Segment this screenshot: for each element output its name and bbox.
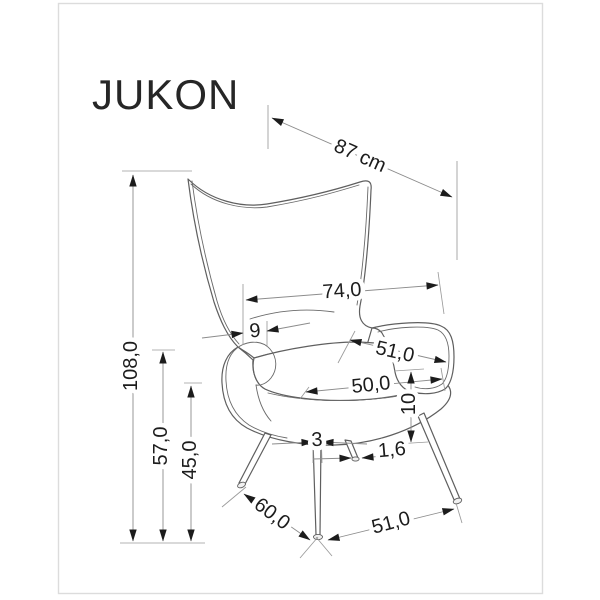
- ext-74-right: [437, 271, 445, 315]
- page-title: JUKON: [92, 71, 239, 118]
- ext-51-legs-left-slash: [315, 536, 333, 557]
- dim-line-74: [245, 282, 439, 303]
- label-armrest-height: 57,0: [150, 427, 172, 466]
- right-foot: [452, 497, 463, 505]
- label-front-leg-spread: 60,0: [250, 493, 294, 534]
- front-left-foot: [237, 481, 246, 489]
- label-front-leg-width: 3: [311, 429, 323, 452]
- label-side-leg-spread: 51,0: [369, 507, 412, 538]
- dim-line-51-legs: [327, 508, 455, 541]
- dim-tail-3-left: [271, 438, 314, 447]
- ext-10-bottom: [395, 441, 429, 445]
- ext-50-right: [440, 367, 446, 392]
- dim-tail-9-left: [201, 330, 244, 339]
- front-left-leg: [238, 432, 272, 487]
- extension-lines: [120, 105, 463, 559]
- label-diagonal-depth: 87 cm: [331, 135, 390, 177]
- backrest-seam: [249, 309, 335, 320]
- dim-tail-16-left: [312, 454, 352, 463]
- dim-tail-16-right: [361, 453, 384, 461]
- label-total-height: 108,0: [120, 341, 142, 391]
- backrest-left-piping: [191, 180, 240, 345]
- ext-60-upper-slash: [221, 486, 247, 508]
- right-leg: [417, 412, 461, 503]
- ext-51-legs-right-slash: [455, 502, 463, 524]
- chair-backrest: [187, 178, 373, 359]
- label-backrest-thickness: 9: [248, 320, 261, 343]
- dim-tail-3-right: [321, 438, 368, 447]
- ext-60-lower-slash: [299, 536, 319, 559]
- dim-line-87cm: [271, 117, 453, 198]
- page-border: [57, 2, 544, 595]
- label-seat-width: 50,0: [350, 372, 391, 398]
- label-back-width: 74,0: [322, 279, 362, 304]
- dim-line-60: [243, 493, 311, 541]
- label-seat-side-height: 10: [398, 393, 420, 415]
- left-arm-seam: [255, 384, 272, 422]
- dimension-lines: [129, 117, 455, 542]
- label-leg-foot-diameter: 1,6: [377, 438, 407, 462]
- ext-10-top: [393, 368, 425, 372]
- left-arm-roll: [239, 341, 277, 386]
- front-center-leg: [312, 440, 322, 536]
- rear-center-foot: [351, 456, 360, 462]
- dim-line-51-seat: [349, 338, 447, 364]
- dim-line-50: [305, 376, 443, 395]
- ext-51-seat: [337, 330, 356, 364]
- chair-drawing: [187, 178, 463, 541]
- dim-tail-9-right: [266, 322, 311, 333]
- label-seat-height: 45,0: [179, 441, 201, 480]
- ext-3-right: [320, 429, 323, 464]
